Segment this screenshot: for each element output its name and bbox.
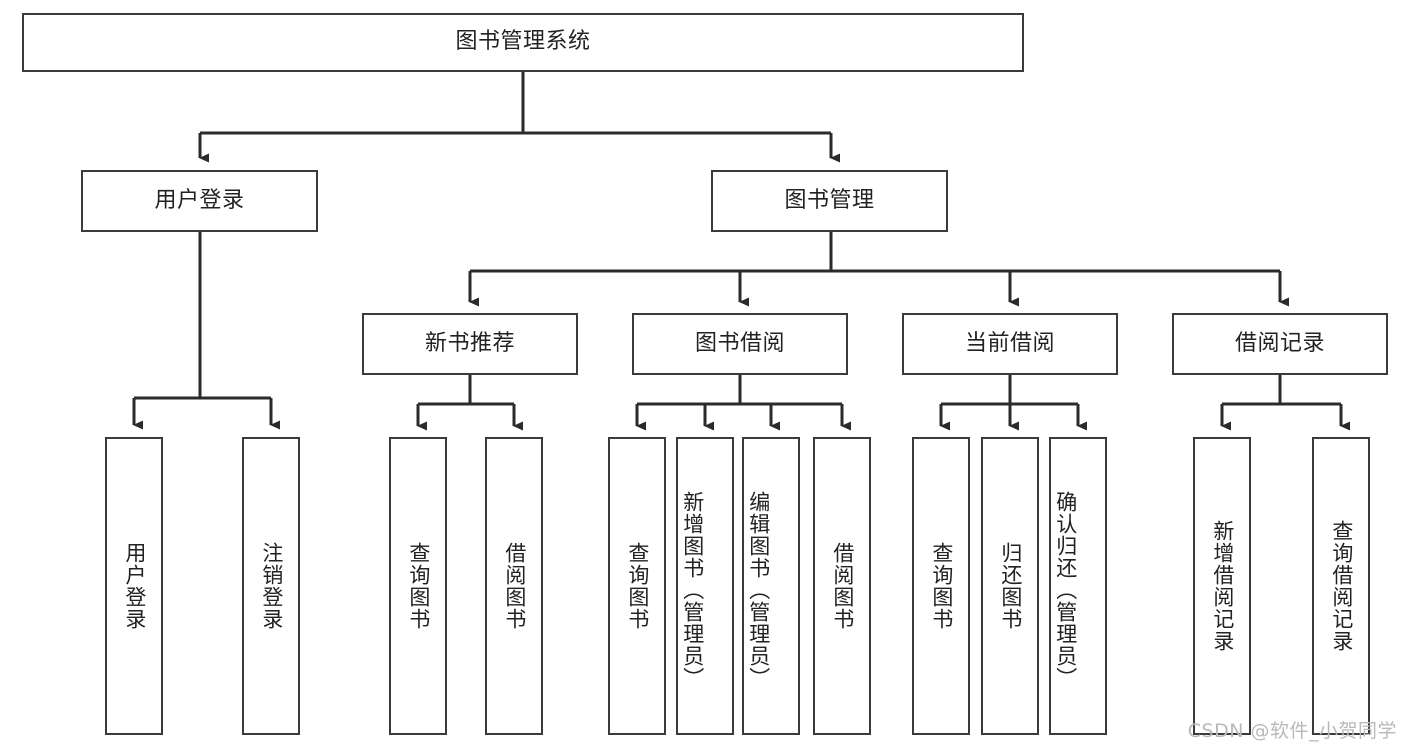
node-leaf-newbook-borrow-label: 借阅图书	[502, 542, 527, 630]
node-leaf-records-add[interactable]: 新增借阅记录	[1193, 437, 1251, 735]
node-leaf-records-add-label: 新增借阅记录	[1210, 520, 1235, 652]
node-borrow-records-label: 借阅记录	[1234, 330, 1325, 356]
node-leaf-current-confirm-return-label: 确认归还（管理员）	[1053, 491, 1078, 689]
node-root-label: 图书管理系统	[455, 29, 591, 55]
node-book-management-label: 图书管理	[784, 187, 875, 213]
node-leaf-records-query-label: 查询借阅记录	[1329, 520, 1354, 652]
node-leaf-records-query[interactable]: 查询借阅记录	[1312, 437, 1370, 735]
node-leaf-logout-label: 注销登录	[259, 542, 284, 630]
node-leaf-newbook-query[interactable]: 查询图书	[389, 437, 447, 735]
node-leaf-current-query-label: 查询图书	[929, 542, 954, 630]
node-leaf-user-login[interactable]: 用户登录	[105, 437, 163, 735]
node-book-borrow-label: 图书借阅	[694, 330, 785, 356]
node-new-book-recommend-label: 新书推荐	[424, 330, 515, 356]
node-leaf-current-confirm-return[interactable]: 确认归还（管理员）	[1049, 437, 1107, 735]
node-leaf-user-login-label: 用户登录	[122, 542, 147, 630]
node-leaf-borrow-borrow[interactable]: 借阅图书	[813, 437, 871, 735]
node-leaf-borrow-add[interactable]: 新增图书（管理员）	[676, 437, 734, 735]
node-root[interactable]: 图书管理系统	[22, 13, 1024, 72]
node-leaf-newbook-query-label: 查询图书	[406, 542, 431, 630]
node-leaf-newbook-borrow[interactable]: 借阅图书	[485, 437, 543, 735]
node-borrow-records[interactable]: 借阅记录	[1172, 313, 1388, 375]
node-leaf-borrow-query-label: 查询图书	[625, 542, 650, 630]
node-leaf-borrow-query[interactable]: 查询图书	[608, 437, 666, 735]
node-leaf-current-return-label: 归还图书	[998, 542, 1023, 630]
csdn-watermark: CSDN @软件_小贺同学	[1187, 720, 1397, 742]
node-leaf-current-query[interactable]: 查询图书	[912, 437, 970, 735]
node-leaf-logout[interactable]: 注销登录	[242, 437, 300, 735]
node-book-management[interactable]: 图书管理	[711, 170, 948, 232]
node-current-borrow-label: 当前借阅	[964, 330, 1055, 356]
node-user-login[interactable]: 用户登录	[81, 170, 318, 232]
node-book-borrow[interactable]: 图书借阅	[632, 313, 848, 375]
node-user-login-label: 用户登录	[154, 187, 245, 213]
node-leaf-borrow-borrow-label: 借阅图书	[830, 542, 855, 630]
node-leaf-borrow-edit-label: 编辑图书（管理员）	[746, 491, 771, 689]
node-leaf-current-return[interactable]: 归还图书	[981, 437, 1039, 735]
node-leaf-borrow-edit[interactable]: 编辑图书（管理员）	[742, 437, 800, 735]
node-current-borrow[interactable]: 当前借阅	[902, 313, 1118, 375]
node-new-book-recommend[interactable]: 新书推荐	[362, 313, 578, 375]
node-leaf-borrow-add-label: 新增图书（管理员）	[680, 491, 705, 689]
